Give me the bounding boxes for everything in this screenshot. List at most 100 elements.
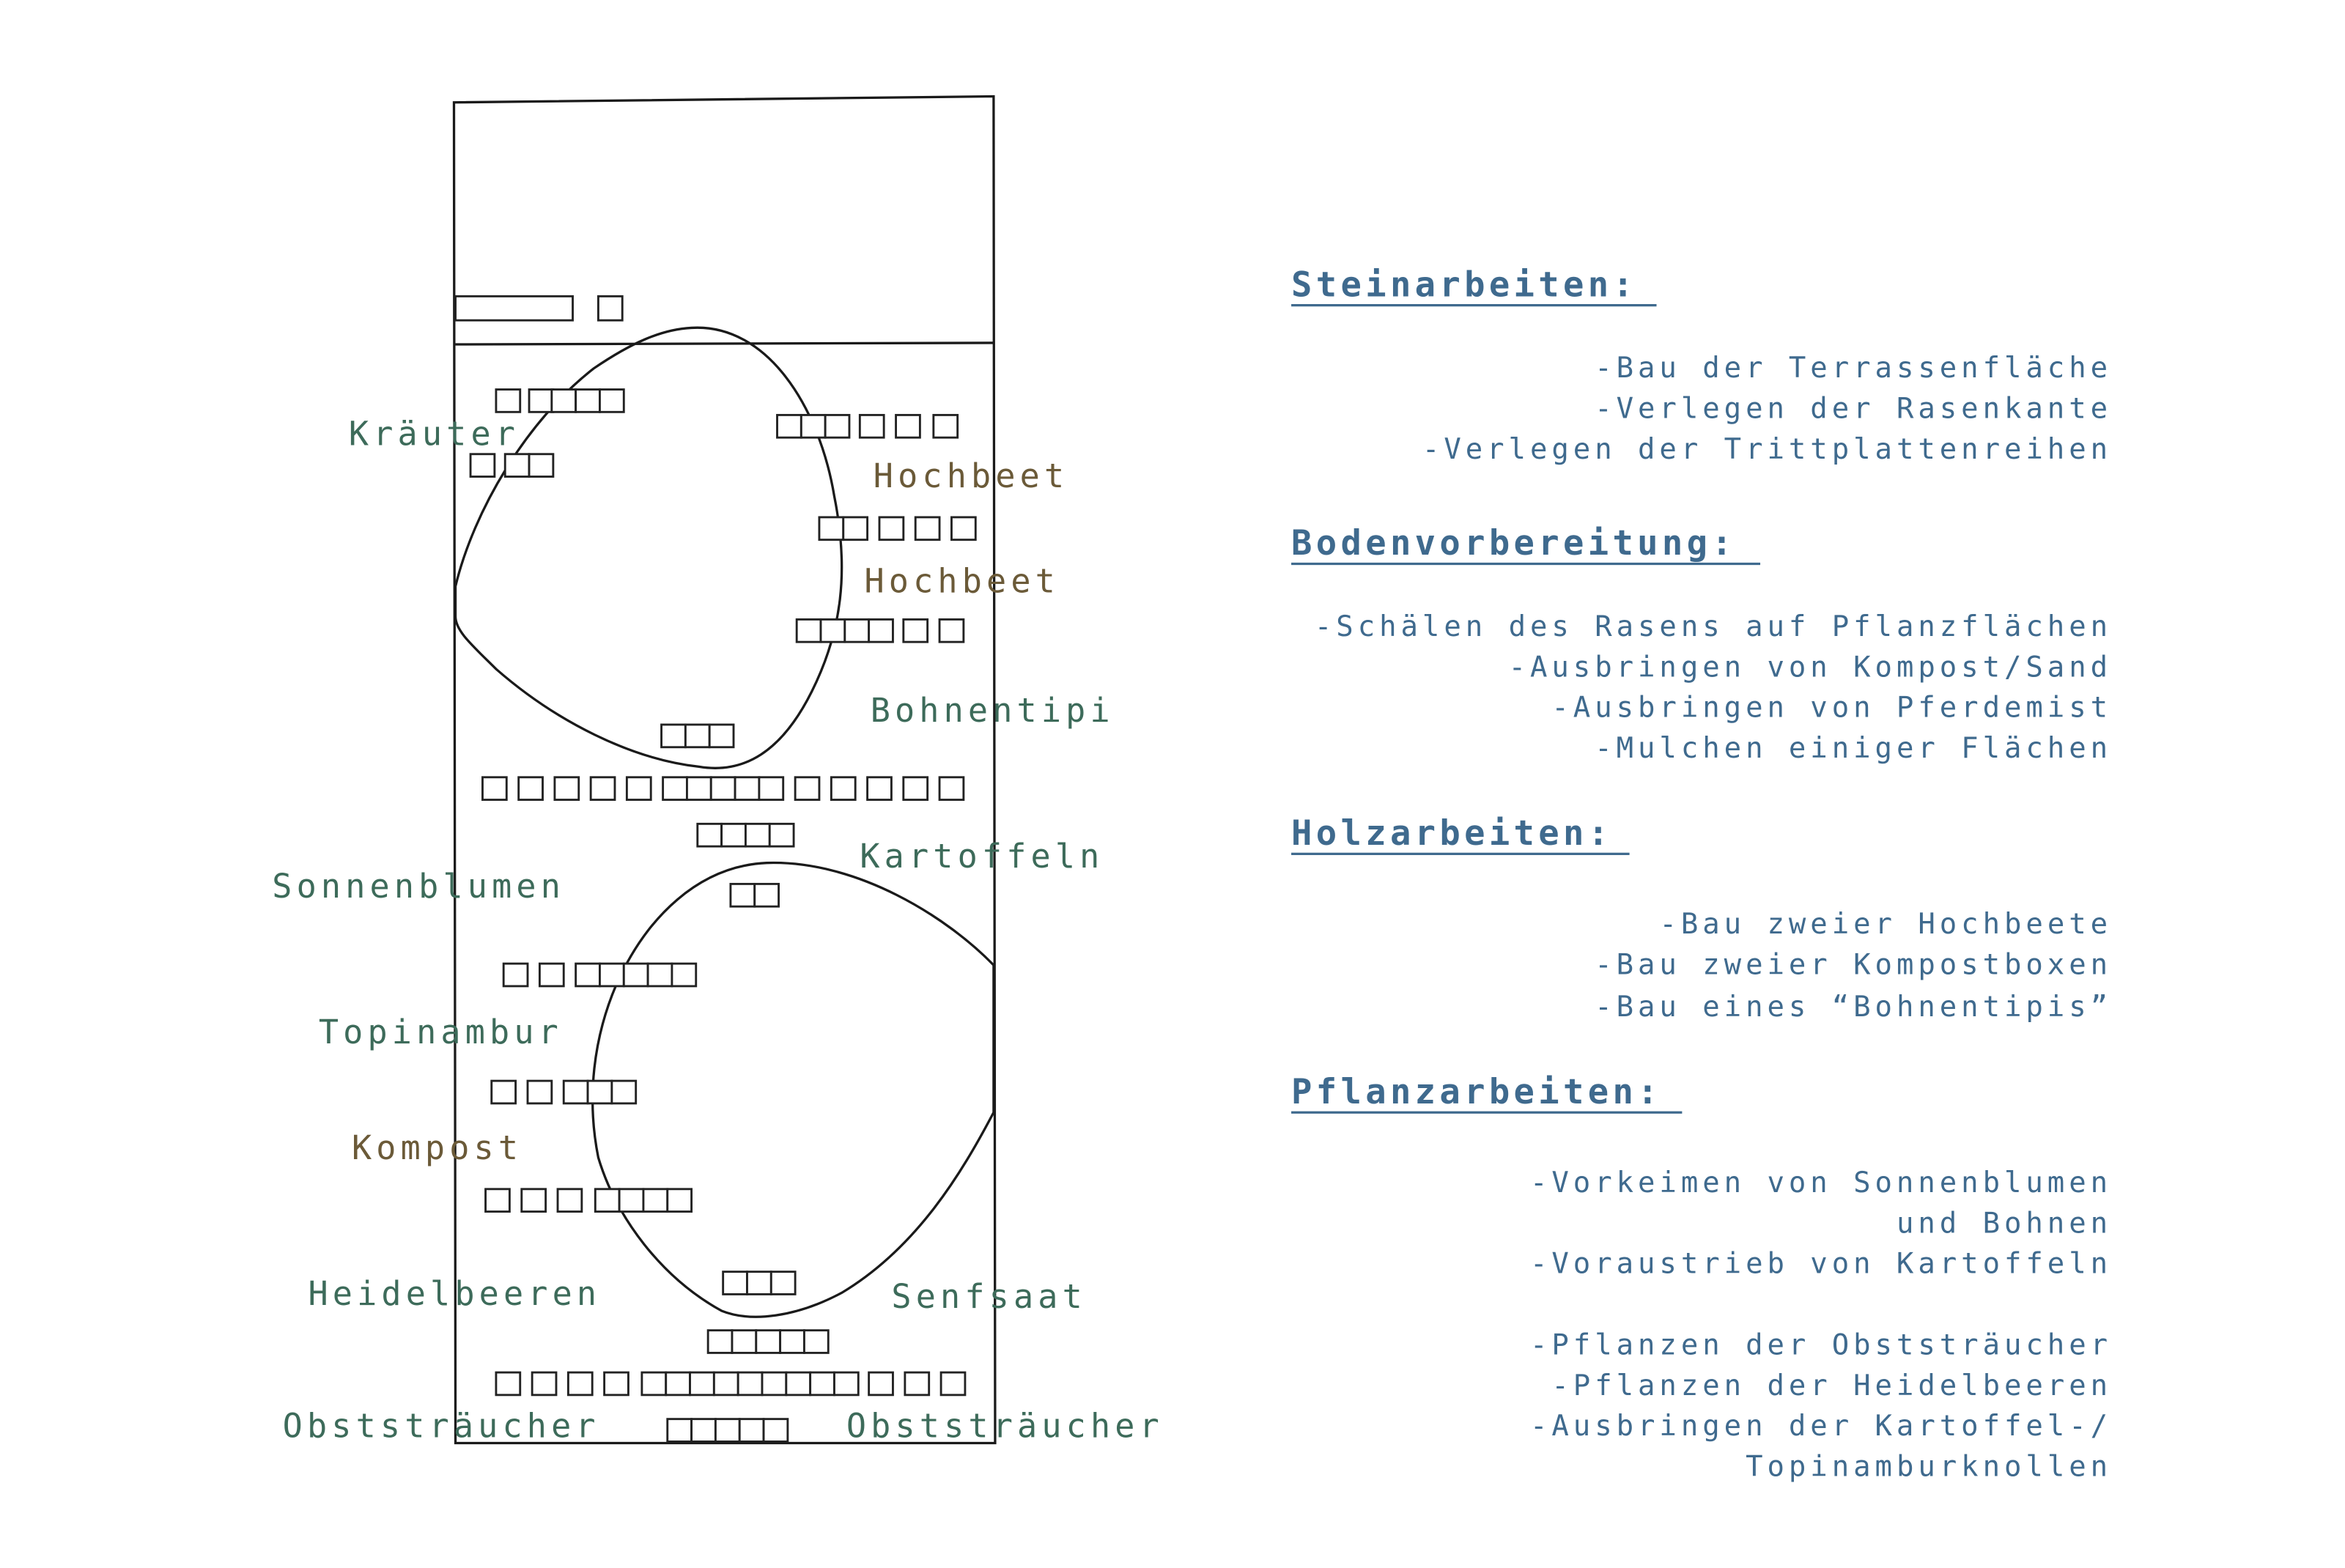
label-kompost: Kompost bbox=[352, 1128, 522, 1167]
label-topinambur: Topinambur bbox=[319, 1013, 563, 1051]
stepping-stone bbox=[528, 453, 555, 478]
label-obststraeucher-right: Obststräucher bbox=[846, 1406, 1164, 1445]
terrace-edge-line bbox=[455, 341, 994, 346]
stepping-stone bbox=[502, 962, 529, 988]
stepping-stone bbox=[690, 1418, 717, 1443]
plot-outline bbox=[452, 95, 997, 1445]
task-item: -Bau der Terrassenfläche bbox=[1595, 352, 2112, 385]
garden-plan: Kräuter Hochbeet Hochbeet Bohnentipi Kar… bbox=[272, 95, 1164, 1445]
heading-holzarbeiten: Holzarbeiten: bbox=[1291, 813, 1612, 854]
stepping-stone bbox=[768, 822, 795, 848]
task-item: -Bau zweier Kompostboxen bbox=[1595, 948, 2112, 981]
stepping-stone bbox=[646, 962, 673, 988]
task-item: -Verlegen der Trittplattenreihen bbox=[1422, 433, 2112, 466]
stepping-stone bbox=[818, 516, 845, 541]
stepping-stone bbox=[642, 1188, 669, 1213]
task-item: -Pflanzen der Obststräucher bbox=[1530, 1328, 2112, 1361]
task-item: -Ausbringen der Kartoffel-/ bbox=[1530, 1410, 2112, 1443]
stepping-stone bbox=[640, 1371, 668, 1397]
stepping-stone bbox=[528, 388, 555, 413]
heading-pflanzarbeiten: Pflanzarbeiten: bbox=[1291, 1072, 1662, 1112]
stepping-stone bbox=[904, 1371, 931, 1397]
label-heidelbeeren: Heidelbeeren bbox=[309, 1274, 602, 1313]
stepping-stone bbox=[731, 1329, 758, 1354]
stepping-stone bbox=[809, 1371, 835, 1397]
stepping-stone bbox=[938, 776, 965, 801]
stepping-stone bbox=[932, 413, 959, 439]
section-holzarbeiten: Holzarbeiten: -Bau zweier Hochbeete -Bau… bbox=[1291, 813, 2112, 1024]
label-bohnentipi: Bohnentipi bbox=[871, 691, 1115, 730]
task-item: -Ausbringen von Pferdemist bbox=[1551, 692, 2112, 725]
stepping-stone bbox=[666, 1188, 693, 1213]
stepping-stone bbox=[550, 388, 577, 413]
stepping-stone bbox=[758, 776, 785, 801]
stepping-stone bbox=[481, 776, 508, 801]
stepping-stone bbox=[538, 962, 565, 988]
stepping-stone bbox=[686, 776, 712, 801]
stepping-stone bbox=[858, 413, 885, 439]
stepping-stone bbox=[671, 962, 698, 988]
stepping-stones bbox=[469, 388, 977, 1443]
stepping-stone bbox=[803, 1329, 830, 1354]
stepping-stone bbox=[625, 776, 652, 801]
stepping-stone bbox=[490, 1079, 517, 1105]
stepping-stone bbox=[531, 1371, 558, 1397]
task-item: -Voraustrieb von Kartoffeln bbox=[1530, 1248, 2112, 1281]
stepping-stone bbox=[712, 1371, 739, 1397]
stepping-stone bbox=[842, 516, 869, 541]
stepping-stone bbox=[610, 1079, 638, 1105]
task-list: Steinarbeiten: -Bau der Terrassenfläche … bbox=[1291, 265, 2112, 1484]
stepping-stone bbox=[769, 1271, 797, 1295]
stepping-stone bbox=[833, 1371, 860, 1397]
stepping-stone bbox=[575, 388, 601, 413]
stepping-stone bbox=[618, 1188, 645, 1213]
stepping-stone bbox=[708, 723, 735, 749]
stepping-stone bbox=[902, 618, 929, 643]
stepping-stone bbox=[599, 962, 625, 988]
stepping-stone bbox=[495, 1371, 522, 1397]
stepping-stone bbox=[553, 776, 580, 801]
stepping-stone bbox=[799, 413, 827, 439]
task-item: -Bau eines “Bohnentipis” bbox=[1595, 991, 2112, 1024]
stepping-stone bbox=[566, 1371, 594, 1397]
stepping-stone bbox=[684, 723, 711, 749]
label-hochbeet-1: Hochbeet bbox=[874, 456, 1069, 495]
stepping-stone bbox=[843, 618, 871, 643]
stepping-stone bbox=[517, 776, 544, 801]
stepping-stone bbox=[868, 618, 894, 643]
stepping-stone bbox=[622, 962, 649, 988]
stepping-stone bbox=[939, 1371, 967, 1397]
stepping-stone bbox=[866, 776, 893, 801]
stepping-stone bbox=[469, 453, 496, 478]
stepping-stone bbox=[706, 1329, 734, 1354]
stepping-stone bbox=[714, 1418, 741, 1443]
stepping-stone bbox=[736, 1371, 764, 1397]
task-item: Topinamburknollen bbox=[1746, 1451, 2112, 1484]
stepping-stone bbox=[753, 882, 780, 908]
task-item: -Pflanzen der Heidelbeeren bbox=[1551, 1369, 2112, 1402]
stepping-stone bbox=[830, 776, 857, 801]
terrace-bench bbox=[454, 295, 574, 322]
stepping-stone bbox=[589, 776, 616, 801]
stepping-stone bbox=[660, 723, 687, 749]
stepping-stone bbox=[761, 1371, 788, 1397]
upper-planting-bed bbox=[454, 326, 843, 769]
task-item: -Mulchen einiger Flächen bbox=[1595, 732, 2112, 765]
stepping-stone bbox=[819, 618, 846, 643]
stepping-stone bbox=[785, 1371, 812, 1397]
task-item: -Verlegen der Rasenkante bbox=[1595, 393, 2112, 426]
stepping-stone bbox=[709, 776, 736, 801]
stepping-stone bbox=[665, 1371, 691, 1397]
stepping-stone bbox=[824, 413, 851, 439]
stepping-stone bbox=[776, 413, 802, 439]
section-steinarbeiten: Steinarbeiten: -Bau der Terrassenfläche … bbox=[1291, 265, 2112, 466]
label-kartoffeln: Kartoffeln bbox=[860, 837, 1104, 876]
section-pflanzarbeiten: Pflanzarbeiten: -Vorkeimen von Sonnenblu… bbox=[1291, 1072, 2112, 1484]
stepping-stone bbox=[779, 1329, 805, 1354]
lower-planting-bed bbox=[591, 862, 995, 1318]
label-sonnenblumen: Sonnenblumen bbox=[272, 867, 565, 906]
stepping-stone bbox=[734, 776, 761, 801]
stepping-stone bbox=[556, 1188, 583, 1213]
stepping-stone bbox=[795, 618, 822, 643]
stepping-stone bbox=[520, 1188, 547, 1213]
